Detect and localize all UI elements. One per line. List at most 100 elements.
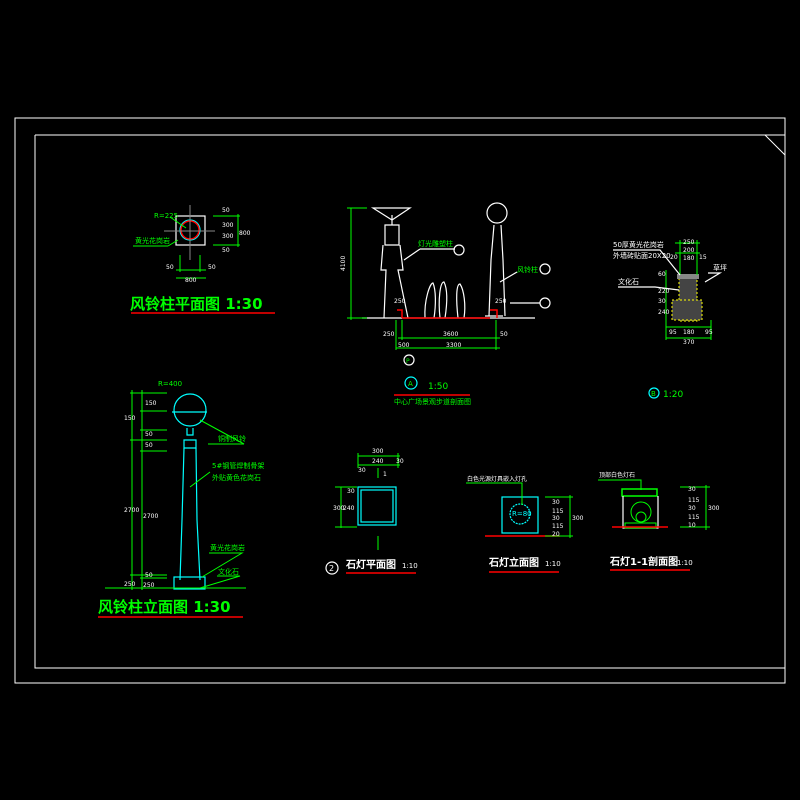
- lamp-sculpture: [370, 207, 412, 319]
- material-label: 黄光花岗岩: [135, 236, 170, 245]
- lamp-section-title: 石灯1-1剖面图: [609, 555, 678, 568]
- leader-lines: [403, 248, 540, 304]
- callout-circle: [539, 263, 551, 275]
- dim-text: 115: [552, 523, 564, 530]
- dim-text: 250: [495, 298, 507, 305]
- section-scale: 1:50: [428, 382, 448, 392]
- plan-view-title: 风铃柱平面图 1:30: [130, 295, 263, 313]
- label-2: 外墙砖贴面20X20: [613, 251, 671, 260]
- dim-text: 95: [705, 329, 713, 336]
- section-caption: 中心广场景观步道剖面图: [394, 397, 471, 406]
- dim-text: 250: [383, 331, 395, 338]
- dim-text: 20: [670, 254, 678, 261]
- lamp-note: 白色光源灯具嵌入灯孔: [467, 475, 527, 483]
- elevation-view: 150 150 50 50 2700 2700 50 250 250 R=400…: [98, 380, 264, 618]
- bell-label: 铜制风铃: [218, 434, 246, 443]
- ref-marker: [403, 354, 415, 366]
- dim-text: 220: [658, 288, 670, 295]
- wind-bell-column: [485, 224, 506, 317]
- dim-text: 240: [372, 458, 384, 465]
- dim-text: 115: [552, 508, 564, 515]
- dim-text: 50: [145, 431, 153, 438]
- lamp-plan-scale: 1:10: [402, 562, 418, 570]
- leader-lines: [189, 419, 245, 589]
- radius-label: R=225: [154, 212, 178, 220]
- lamp-note: 顶部白色灯石: [599, 471, 635, 479]
- dim-leader-lines: [466, 482, 573, 538]
- dim-text: 30: [688, 505, 696, 512]
- dim-text: 50: [500, 331, 508, 338]
- lamp-hole: [509, 503, 531, 525]
- outer-frame: [14, 117, 786, 684]
- stone-lamp-section: 顶部白色灯石 30 115 30 115 10 300 石灯1-1剖面图 1:1…: [598, 471, 720, 571]
- dim-text: 180: [683, 329, 695, 336]
- section-b: 50厚黄光花岗岩 外墙砖贴面20X20 文化石 草坪 250 200 20 18…: [613, 239, 727, 400]
- bell-ring: [173, 393, 207, 427]
- lamp-plan-title: 石灯平面图: [345, 558, 396, 571]
- dim-text: 30: [552, 499, 560, 506]
- radius-label: R=400: [158, 380, 182, 388]
- dim-text: 30: [552, 515, 560, 522]
- lamp-elevation-title: 石灯立面图: [488, 556, 539, 569]
- dim-text: 30: [396, 458, 404, 465]
- column-label-1: 5#钢管焊制骨架: [212, 461, 264, 470]
- lamp-elevation-scale: 1:10: [545, 560, 561, 568]
- dim-text: 15: [699, 254, 707, 261]
- lamp-plan-inner: [360, 489, 394, 523]
- lamp-label: 灯光雕塑柱: [418, 239, 453, 248]
- section-marker-text: B: [651, 390, 656, 398]
- stone-lamp-plan: 300 240 30 30 300 240 30 1 2 石灯平面图 1:10: [325, 448, 418, 575]
- label-4: 草坪: [713, 263, 727, 272]
- section-scale: 1:20: [663, 390, 683, 400]
- dim-text: 800: [239, 230, 251, 237]
- dim-text: 250: [394, 298, 406, 305]
- column-base: [173, 576, 206, 590]
- drawing-number-circle: [325, 561, 339, 575]
- dim-text: 3300: [446, 342, 461, 349]
- dim-text: 300: [708, 505, 720, 512]
- dimension-lines: [130, 390, 167, 590]
- leader-lines: [613, 249, 723, 291]
- base-label-2: 文化石: [218, 567, 239, 576]
- dim-text: 200: [683, 247, 695, 254]
- paving-line: [397, 309, 498, 319]
- dim-text: 95: [669, 329, 677, 336]
- label-1: 50厚黄光花岗岩: [613, 240, 664, 249]
- dim-text: 50: [145, 572, 153, 579]
- dim-text: 300: [372, 448, 384, 455]
- dim-text: 250: [683, 239, 695, 246]
- dim-text: 50: [222, 207, 230, 214]
- callout-circle: [453, 244, 465, 256]
- dim-text: 3600: [443, 331, 458, 338]
- stone-lamp-elevation: R=80 白色光源灯具嵌入灯孔 30 115 30 115 20 300 石灯立…: [466, 475, 584, 573]
- lamp-base-hatch: [624, 522, 657, 529]
- dim-text: 30: [358, 467, 366, 474]
- column-cap: [183, 428, 197, 449]
- coping-stone: [677, 274, 699, 279]
- radius-label: R=80: [512, 510, 532, 518]
- dim-text: 300: [333, 505, 345, 512]
- dim-text: 30: [658, 298, 666, 305]
- dim-text: 4100: [340, 256, 347, 271]
- dim-text: 2700: [143, 513, 158, 520]
- leader-line: [167, 216, 187, 247]
- column-shaft: [179, 447, 201, 581]
- people-silhouettes: [424, 281, 466, 319]
- dimension-lines: [347, 207, 500, 350]
- ref-marker-text: P: [406, 358, 410, 365]
- label-3: 文化石: [618, 277, 639, 286]
- dim-text: 300: [222, 233, 234, 240]
- dim-text: 800: [185, 277, 197, 284]
- footing-hatch: [671, 299, 703, 321]
- dim-text: 240: [343, 505, 355, 512]
- section-marker: [648, 387, 660, 399]
- lamp-section-scale: 1:10: [677, 559, 693, 567]
- section-a: 4100 250 250 250 3600 50 500 3300 灯光雕塑柱 …: [340, 202, 551, 406]
- plan-view: R=225 黄光花岗岩 50 300 300 50 800 800 50 50 …: [130, 205, 275, 314]
- dim-text: 180: [683, 255, 695, 262]
- callout-circle: [539, 297, 551, 309]
- section-marker: [404, 376, 418, 390]
- dim-text: 20: [552, 531, 560, 538]
- lamp-plan-outer: [357, 486, 397, 526]
